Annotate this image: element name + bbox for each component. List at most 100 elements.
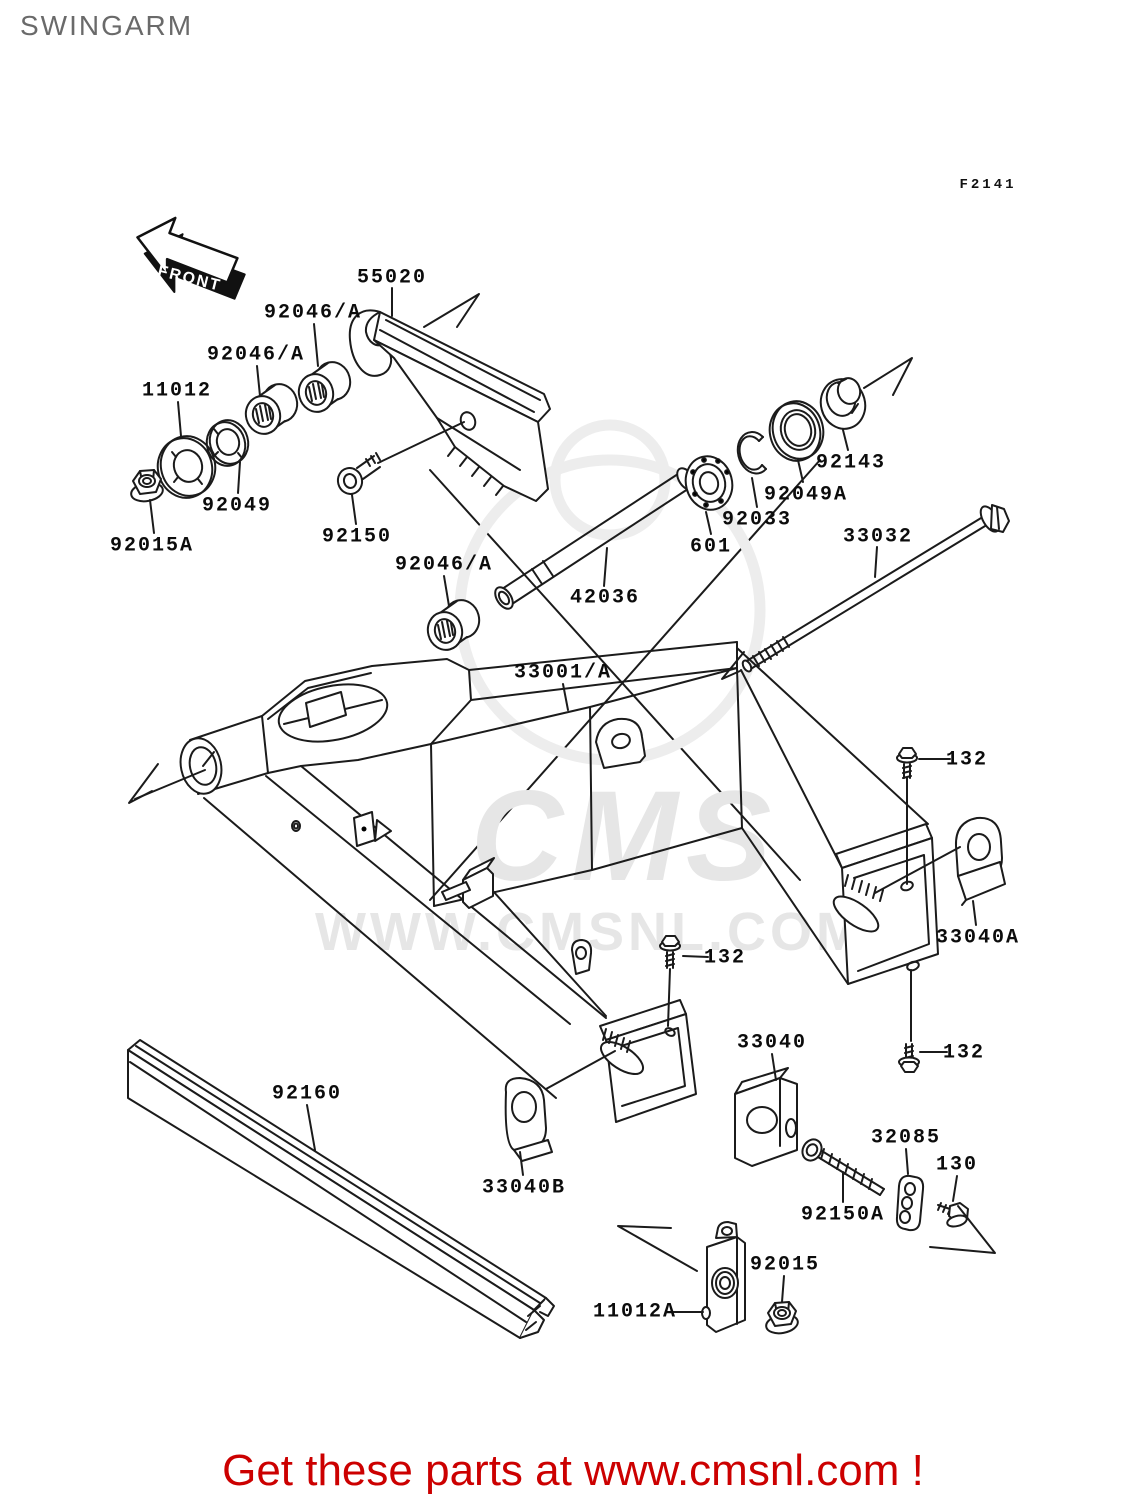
leader-92049A [797, 459, 804, 483]
part-chain-adjuster-33040 [734, 1067, 798, 1167]
part-label-132-top: 132 [946, 748, 988, 771]
lower-tab-with-hole [571, 939, 593, 975]
part-label-92015A: 92015A [110, 534, 194, 557]
part-label-33001A: 33001/A [514, 661, 612, 684]
arrow-sw-pivot [128, 763, 159, 804]
part-bolt-132-bottom [898, 1043, 920, 1073]
bracket-tab-with-hole [595, 717, 646, 769]
part-adjuster-screw-92150A [801, 1138, 885, 1196]
part-label-33040: 33040 [737, 1031, 807, 1054]
part-label-92150A: 92150A [801, 1203, 885, 1226]
part-label-132-mid: 132 [704, 946, 746, 969]
part-labels: 55020 92046/A 92046/A 11012 92049 92015A 92150… [110, 266, 1020, 1323]
alignment-guides [134, 421, 961, 1090]
leader-32085 [905, 1148, 909, 1175]
part-label-55020: 55020 [357, 266, 427, 289]
part-screw-92150 [336, 452, 381, 495]
part-label-11012: 11012 [142, 379, 212, 402]
part-plate-32085 [895, 1174, 925, 1232]
leader-92046A-2 [256, 365, 261, 397]
part-cap-92143 [819, 377, 867, 430]
part-bolt-132-mid [659, 935, 681, 969]
leader-130 [952, 1175, 958, 1202]
slider-serrations [447, 446, 504, 496]
part-label-92049: 92049 [202, 494, 272, 517]
part-bolt-130 [937, 1202, 969, 1228]
part-needle-bearing-92046-3 [426, 599, 481, 651]
arrow-w-plate [617, 1225, 698, 1272]
part-label-92143: 92143 [816, 451, 886, 474]
part-label-92150: 92150 [322, 525, 392, 548]
part-adjuster-plate-11012A [701, 1221, 746, 1333]
chain-guide-block [441, 857, 495, 909]
part-label-33040A: 33040A [936, 926, 1020, 949]
hatch-marks-left-arm [602, 1028, 631, 1053]
leader-33001A [562, 683, 569, 711]
part-flange-nut-92015A [130, 469, 164, 503]
leader-33040B [519, 1151, 524, 1176]
leader-33040 [771, 1053, 777, 1081]
footer-cta[interactable]: Get these parts at www.cmsnl.com ! [222, 1446, 924, 1495]
part-swingarm-body-33001A [179, 641, 939, 1123]
arrow-sw-axle [721, 651, 745, 680]
leader-33032 [874, 546, 878, 578]
part-label-42036: 42036 [570, 586, 640, 609]
part-label-92160: 92160 [272, 1082, 342, 1105]
rivet-dot [291, 820, 301, 832]
part-bracket-33040B [504, 1077, 553, 1162]
part-pivot-bolt-33032 [741, 504, 1010, 673]
square-tab [353, 811, 392, 847]
part-needle-bearing-92046-1 [297, 361, 352, 413]
part-label-32085: 32085 [871, 1126, 941, 1149]
guide-line-4 [874, 846, 961, 894]
part-label-92046A-3: 92046/A [395, 553, 493, 576]
part-chain-guard-92160 [127, 1039, 555, 1339]
part-label-132-bottom: 132 [943, 1041, 985, 1064]
part-label-92046A-1: 92046/A [264, 301, 362, 324]
part-label-11012A: 11012A [593, 1300, 677, 1323]
part-needle-bearing-92046-2 [244, 383, 299, 435]
part-label-92049A: 92049A [764, 483, 848, 506]
leader-33040A [972, 900, 977, 926]
part-label-92015: 92015 [750, 1253, 820, 1276]
leader-92150 [351, 494, 357, 525]
page-title: SWINGARM [20, 10, 194, 41]
leader-92033 [751, 477, 758, 508]
swingarm-parts-diagram: CMS WWW.CMSNL.COM [110, 177, 1020, 1339]
arrow-se-bolt [929, 1205, 996, 1254]
part-bracket-33040A [954, 816, 1006, 906]
leader-92015A [149, 499, 155, 534]
leader-601 [705, 511, 712, 535]
leader-132-mid [682, 955, 709, 958]
leader-92046A-1 [313, 323, 319, 367]
leader-92049 [237, 461, 241, 494]
part-label-92046A-2: 92046/A [207, 343, 305, 366]
leader-92046A-3 [443, 575, 450, 607]
part-flange-nut-92015 [765, 1301, 799, 1335]
guide-line-3 [377, 421, 465, 464]
leader-42036 [603, 547, 608, 587]
guide-line-2 [667, 968, 671, 1027]
part-label-33032: 33032 [843, 525, 913, 548]
arrow-ne-cap [863, 357, 913, 396]
arrow-ne-slider [423, 293, 480, 328]
watermark-cms-text: CMS [471, 765, 779, 908]
part-circlip-92033 [736, 431, 767, 475]
part-seal-92049 [205, 419, 250, 467]
part-label-92033: 92033 [722, 508, 792, 531]
guide-line-5 [545, 1050, 616, 1090]
part-label-601: 601 [690, 535, 732, 558]
front-direction-arrow: FRONT [136, 216, 246, 300]
leader-11012 [177, 401, 182, 437]
figure-code: F2141 [959, 177, 1016, 193]
part-washer-11012 [156, 435, 217, 499]
view-arrows [128, 293, 996, 1272]
part-seal-92049A [768, 400, 825, 462]
part-label-33040B: 33040B [482, 1176, 566, 1199]
part-label-130: 130 [936, 1153, 978, 1176]
part-bolt-132-top [896, 747, 918, 779]
leader-92015 [781, 1275, 785, 1303]
leader-92143 [842, 429, 849, 451]
part-chain-slider-55020 [348, 309, 551, 502]
